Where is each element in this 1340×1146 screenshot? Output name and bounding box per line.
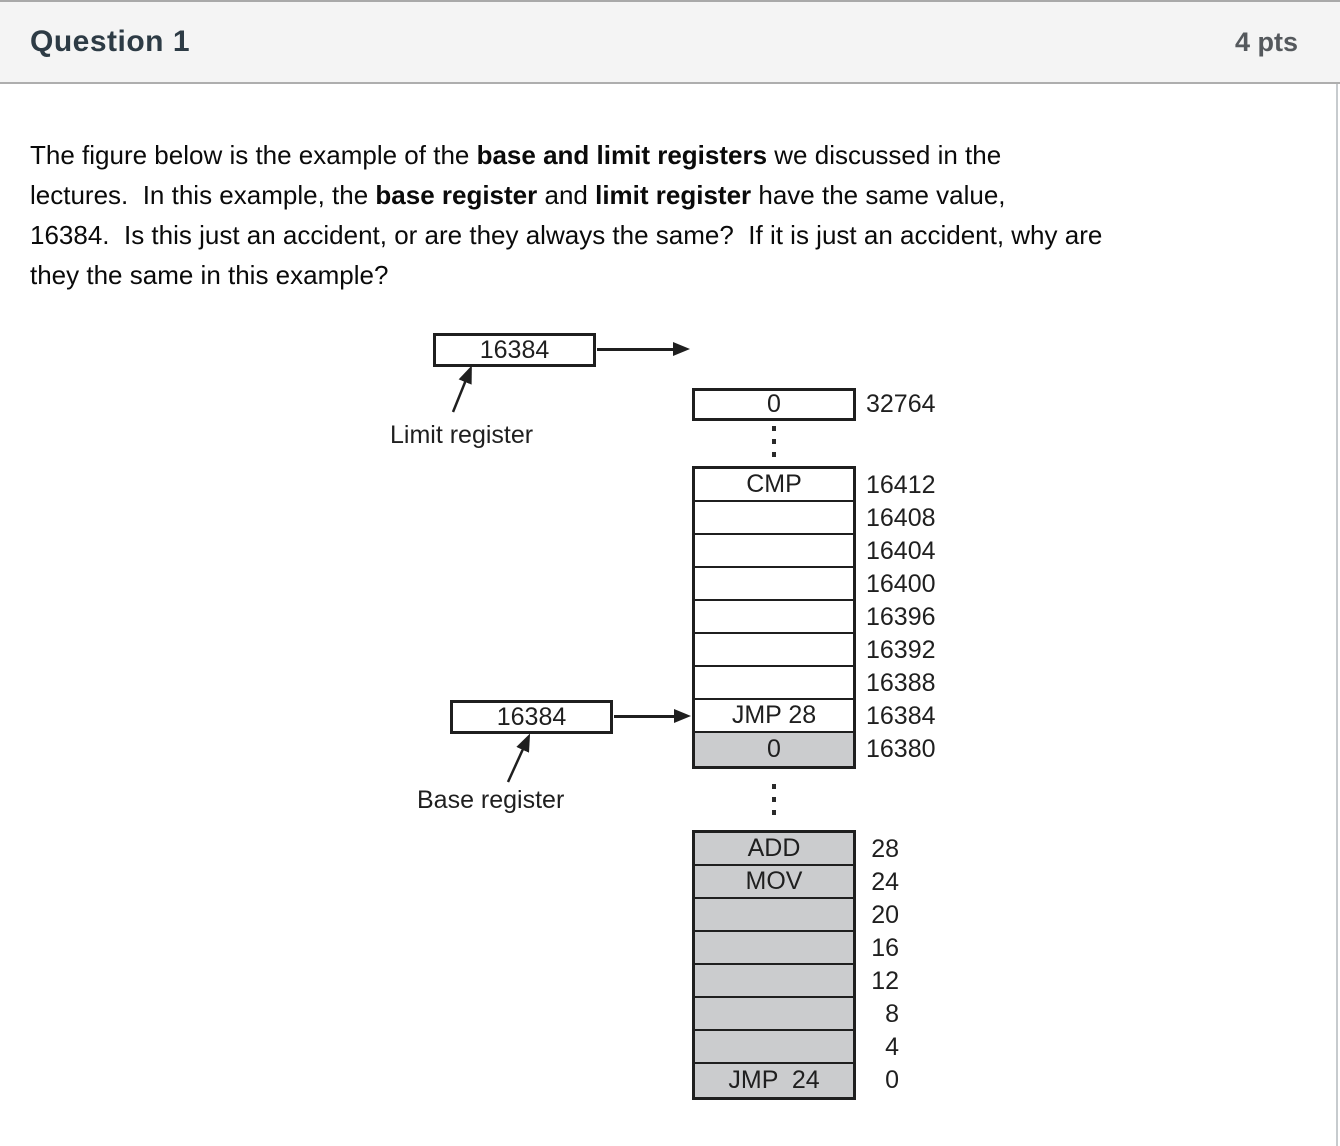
base-register-box: 16384: [450, 700, 613, 734]
memory-address: 16380: [866, 735, 936, 763]
limit-register-arrow: [597, 342, 690, 356]
memory-address: 16396: [866, 603, 936, 631]
memory-address: 0: [885, 1066, 899, 1094]
question-text-line: they the same in this example?: [30, 260, 389, 290]
memory-cell-label: CMP: [746, 470, 802, 498]
memory-cell: [695, 535, 853, 568]
memory-cell: [695, 1031, 853, 1064]
question-text-line: 16384. Is this just an accident, or are …: [30, 220, 1103, 250]
memory-cell: [695, 667, 853, 700]
arrow-head-icon: [673, 342, 690, 356]
memory-address: 16384: [866, 702, 936, 730]
memory-cell: [695, 568, 853, 601]
memory-cell: JMP 28: [695, 700, 853, 733]
memory-cell: [695, 634, 853, 667]
memory-address: 16412: [866, 471, 936, 499]
memory-cell: CMP: [695, 469, 853, 502]
memory-address: 8: [885, 1000, 899, 1028]
memory-cell-label: 0: [767, 390, 781, 418]
memory-cell-label: 0: [767, 735, 781, 763]
memory-cell: [695, 998, 853, 1031]
question-text: The figure below is the example of the b…: [30, 135, 1320, 295]
question-points: 4 pts: [1234, 26, 1298, 57]
base-register-pointer-arrow: [506, 733, 531, 783]
limit-register-box: 16384: [433, 333, 596, 367]
limit-register-pointer-arrow: [451, 365, 472, 413]
memory-cell: [695, 601, 853, 634]
memory-cell: [695, 932, 853, 965]
base-register-arrow: [614, 709, 691, 723]
memory-cell: [695, 965, 853, 998]
limit-register-label: Limit register: [390, 421, 534, 449]
base-register-label: Base register: [417, 786, 565, 814]
memory-address: 16404: [866, 537, 936, 565]
upper-memory-addresses: 16412 16408 16404 16400 16396 16392 1638…: [866, 469, 936, 766]
memory-address: 28: [871, 835, 899, 863]
lower-memory-block: ADD MOV JMP 24: [692, 830, 856, 1100]
memory-cell: ADD: [695, 833, 853, 866]
arrow-shaft: [597, 347, 673, 351]
memory-cell: [695, 899, 853, 932]
upper-memory-block: CMP JMP 28 0: [692, 466, 856, 769]
memory-address-top: 32764: [866, 390, 936, 418]
memory-cell-label: ADD: [747, 834, 801, 862]
base-register-value: 16384: [496, 702, 567, 731]
limit-register-value: 16384: [479, 335, 550, 364]
question-header: Question 1 4 pts: [0, 0, 1340, 84]
vertical-ellipsis-icon: [772, 784, 776, 815]
memory-address: 16392: [866, 636, 936, 664]
memory-cell: 0: [695, 733, 853, 766]
memory-address: 4: [885, 1033, 899, 1061]
memory-address: 12: [871, 967, 899, 995]
vertical-ellipsis-icon: [772, 426, 776, 457]
memory-address: 24: [871, 868, 899, 896]
memory-cell: [695, 502, 853, 535]
memory-address: 20: [871, 901, 899, 929]
memory-cell: MOV: [695, 866, 853, 899]
question-text-line: The figure below is the example of the b…: [30, 140, 1002, 170]
memory-address: 16: [871, 934, 899, 962]
memory-cell-top: 0: [692, 388, 856, 421]
memory-cell-label: JMP 24: [728, 1066, 820, 1094]
page-right-border: [1336, 0, 1338, 1146]
memory-address: 16408: [866, 504, 936, 532]
memory-cell: JMP 24: [695, 1064, 853, 1097]
memory-address: 16388: [866, 669, 936, 697]
arrow-head-icon: [674, 709, 691, 723]
memory-cell-label: JMP 28: [731, 701, 817, 729]
lower-memory-addresses: 28 24 20 16 12 8 4 0: [866, 833, 899, 1097]
arrow-shaft: [614, 714, 674, 718]
memory-address: 16400: [866, 570, 936, 598]
question-title: Question 1: [30, 25, 191, 58]
question-text-line: lectures. In this example, the base regi…: [30, 180, 1006, 210]
memory-cell-label: MOV: [745, 867, 803, 895]
